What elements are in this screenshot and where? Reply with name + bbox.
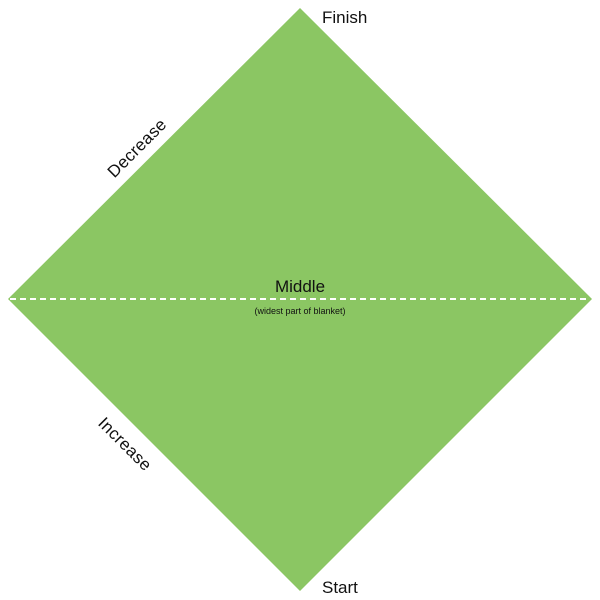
middle-note-label: (widest part of blanket) [254,306,345,316]
start-label: Start [322,578,358,597]
finish-label: Finish [322,8,367,27]
middle-label: Middle [275,277,325,296]
